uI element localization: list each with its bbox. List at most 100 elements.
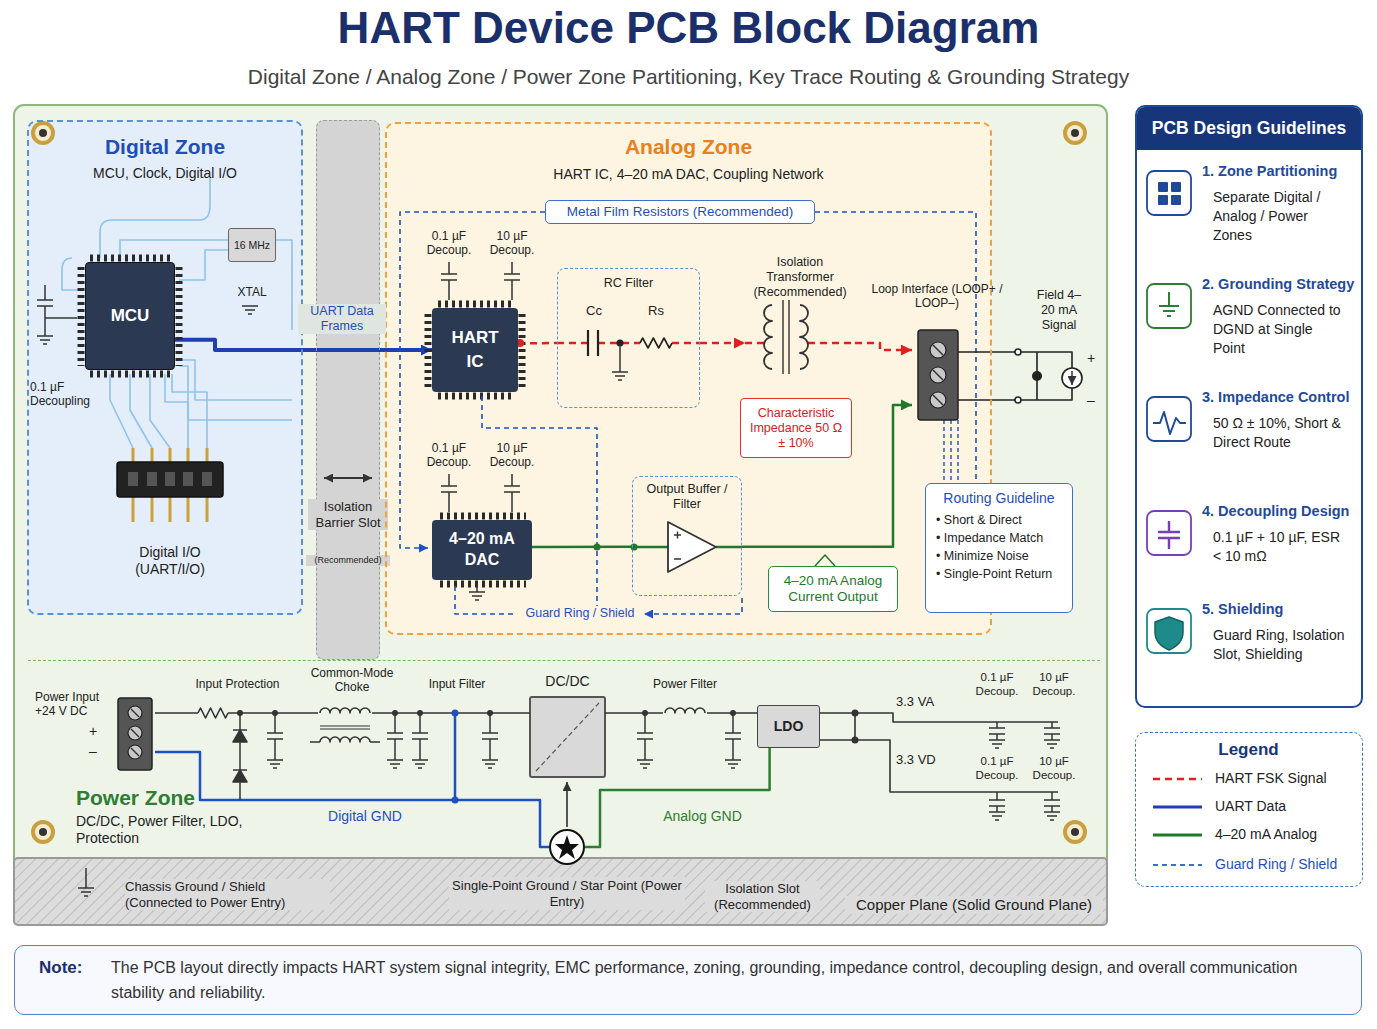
label-text: Guard Ring / Shield bbox=[520, 606, 640, 621]
connector bbox=[700, 342, 745, 345]
node-text: Power Zone bbox=[76, 785, 246, 810]
label-text: 0.1 µF Decoup. bbox=[967, 671, 1027, 699]
isolation-slot: Isolation Barrier Slot(Recommended) bbox=[316, 120, 380, 660]
ground-symbol bbox=[612, 372, 628, 380]
capacitor-symbol bbox=[588, 330, 598, 356]
mounting-hole bbox=[1065, 822, 1085, 842]
node-text: Loop Interface (LOOP+ / LOOP–) bbox=[870, 282, 1004, 311]
ground-symbol bbox=[637, 760, 653, 768]
capacitor-symbol bbox=[441, 474, 457, 512]
guideline-item: 5. ShieldingGuard Ring, Isolation Slot, … bbox=[1140, 595, 1358, 695]
ground-symbol bbox=[725, 760, 741, 768]
junction-dot bbox=[272, 710, 278, 716]
guideline-item: 1. Zone PartitioningSeparate Digital / A… bbox=[1140, 157, 1358, 257]
node-text: Digital I/O (UART/I/O) bbox=[110, 544, 230, 578]
node-text: Note: bbox=[39, 958, 109, 978]
legend-sample bbox=[1153, 834, 1202, 837]
connector-socket bbox=[128, 472, 138, 486]
wire bbox=[958, 352, 1015, 400]
digital-zone: Digital ZoneMCU, Clock, Digital I/OMCU16… bbox=[27, 120, 303, 615]
junction-dot bbox=[1032, 371, 1042, 381]
node-text: (Recommended) bbox=[306, 555, 390, 566]
patch bbox=[640, 336, 672, 350]
terminal-screw bbox=[128, 745, 142, 759]
resistor-symbol bbox=[640, 338, 672, 348]
capacitor-symbol bbox=[504, 262, 520, 300]
note-box: Note:The PCB layout directly impacts HAR… bbox=[14, 945, 1362, 1015]
node-text: Isolation Transformer (Recommended) bbox=[745, 255, 855, 300]
guard-ring bbox=[455, 586, 516, 614]
junction-dot bbox=[594, 544, 601, 551]
node-text: 4–20 mA Analog Current Output bbox=[769, 573, 897, 605]
pcb-trace bbox=[150, 374, 170, 448]
label-text: 10 µF Decoup. bbox=[1024, 755, 1084, 783]
node-text: Digital Zone bbox=[105, 134, 225, 159]
icon-grid bbox=[1171, 182, 1181, 192]
node-text: Legend bbox=[1136, 740, 1361, 760]
icon-grid bbox=[1171, 195, 1181, 205]
terminal-pad bbox=[1015, 397, 1021, 403]
inductor-symbol bbox=[665, 708, 705, 713]
junction-dot bbox=[852, 710, 859, 717]
legend-sample bbox=[1153, 864, 1202, 866]
node-text: LDO bbox=[774, 718, 804, 735]
ground-symbol bbox=[989, 812, 1005, 820]
mounting-hole bbox=[33, 822, 53, 842]
wire bbox=[45, 317, 77, 319]
patch bbox=[318, 734, 372, 744]
capacitor-symbol bbox=[1044, 792, 1060, 812]
guidelines-panel: PCB Design Guidelines1. Zone Partitionin… bbox=[1135, 105, 1363, 708]
ic-pins bbox=[176, 267, 183, 366]
label-text: Cc bbox=[583, 303, 605, 319]
shield-trace bbox=[950, 420, 951, 483]
pcb-trace bbox=[179, 250, 228, 280]
current-arrow bbox=[1071, 371, 1072, 385]
star-symbol bbox=[551, 831, 583, 863]
node-text: Output Buffer / Filter bbox=[633, 482, 741, 512]
node-text: HART IC, 4–20 mA DAC, Coupling Network bbox=[553, 166, 823, 183]
converter-diagonal bbox=[536, 703, 599, 771]
terminal-screw bbox=[930, 392, 946, 408]
junction-dot bbox=[730, 710, 736, 716]
label-text: Isolation Slot (Recommended) bbox=[705, 881, 820, 912]
connector-socket bbox=[147, 472, 157, 486]
ic-pins bbox=[438, 301, 514, 308]
ic-pins bbox=[519, 314, 526, 388]
label-text: Field 4–20 mA Signal bbox=[1032, 288, 1086, 333]
inductor-symbol bbox=[320, 737, 370, 742]
patch bbox=[318, 705, 372, 715]
connector bbox=[155, 752, 549, 847]
pcb-trace bbox=[179, 366, 292, 420]
ground-return-arrow bbox=[566, 782, 568, 827]
icon-grid bbox=[1158, 195, 1168, 205]
junction-dot bbox=[452, 710, 459, 717]
connector-socket bbox=[202, 472, 212, 486]
resistor-symbol bbox=[198, 708, 228, 718]
ground-symbol bbox=[37, 336, 53, 344]
guideline-icon bbox=[1147, 171, 1191, 215]
ground-symbol bbox=[1044, 812, 1060, 820]
pcb-trace bbox=[130, 374, 152, 448]
ic-pins bbox=[440, 513, 526, 520]
star-ground: Single-Point Ground / Star Point (Power … bbox=[549, 829, 585, 865]
terminal-block bbox=[918, 330, 958, 420]
capacitor-symbol bbox=[1044, 722, 1060, 740]
ic-pins bbox=[90, 371, 172, 378]
connector-socket bbox=[183, 472, 193, 486]
label-text: Power Filter bbox=[645, 677, 725, 691]
guard-ring bbox=[644, 598, 742, 614]
node-text: 0.1 µF + 10 µF, ESR < 10 mΩ bbox=[1213, 528, 1348, 566]
guideline-icon bbox=[1147, 609, 1191, 653]
ground-symbol bbox=[78, 888, 94, 896]
impedance-callout: Characteristic Impedance 50 Ω ± 10% bbox=[740, 398, 852, 458]
slot-fill bbox=[316, 120, 380, 660]
label-text: Input Protection bbox=[185, 677, 290, 691]
pcb-trace bbox=[172, 374, 207, 448]
connector bbox=[855, 343, 912, 350]
ground-symbol bbox=[1044, 740, 1060, 748]
loop-interface: Loop Interface (LOOP+ / LOOP–) bbox=[912, 282, 964, 420]
digital-zone-fill bbox=[27, 120, 303, 615]
pcb-trace bbox=[179, 360, 292, 400]
connector-label: UART Data Frames bbox=[298, 304, 386, 334]
capacitor-symbol bbox=[989, 792, 1005, 812]
